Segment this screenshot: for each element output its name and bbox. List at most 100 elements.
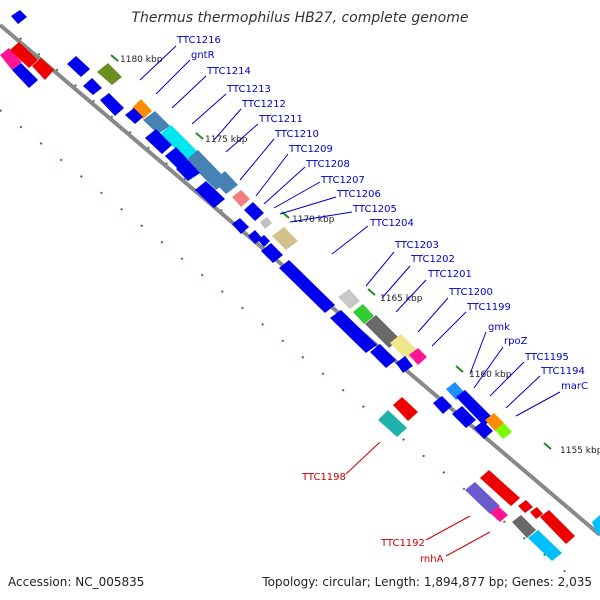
gene-feature[interactable]: [279, 260, 335, 313]
gene-feature[interactable]: [176, 160, 200, 181]
gene-feature[interactable]: [485, 413, 504, 431]
label-leader: [255, 153, 289, 197]
kbp-tick: [367, 288, 376, 296]
gene-label-ttc1207[interactable]: TTC1207: [320, 175, 365, 186]
gene-feature[interactable]: [528, 530, 562, 561]
gene-label-ttc1212[interactable]: TTC1212: [241, 99, 286, 110]
gene-feature[interactable]: [100, 93, 124, 116]
gene-feature[interactable]: [592, 515, 600, 535]
gene-feature[interactable]: [452, 406, 476, 428]
gene-feature[interactable]: [67, 56, 90, 77]
kbp-label: 1155 kbp: [560, 446, 600, 456]
gene-label-marc[interactable]: marC: [561, 381, 588, 392]
gene-label-rnha[interactable]: rnhA: [420, 554, 444, 565]
gene-feature[interactable]: [370, 344, 396, 368]
gene-label-ttc1211[interactable]: TTC1211: [258, 114, 303, 125]
gene-feature[interactable]: [213, 171, 238, 194]
gene-label-ttc1202[interactable]: TTC1202: [410, 254, 455, 265]
gene-label-ttc1208[interactable]: TTC1208: [305, 159, 350, 170]
label-leader: [445, 531, 491, 557]
gene-feature[interactable]: [512, 515, 536, 538]
gene-feature[interactable]: [495, 423, 512, 439]
gene-feature[interactable]: [480, 470, 520, 506]
gene-feature[interactable]: [11, 10, 27, 24]
gene-feature[interactable]: [261, 243, 283, 263]
gene-feature[interactable]: [97, 63, 122, 85]
gene-label-ttc1216[interactable]: TTC1216: [176, 35, 221, 46]
label-leader: [273, 181, 321, 209]
gene-feature[interactable]: [83, 78, 102, 95]
gene-feature[interactable]: [12, 63, 38, 88]
gene-label-rpoz[interactable]: rpoZ: [504, 336, 528, 347]
label-leader: [469, 331, 487, 375]
label-leader: [279, 196, 337, 215]
gene-feature[interactable]: [353, 304, 374, 324]
gene-feature[interactable]: [409, 348, 427, 365]
gene-label-gntr[interactable]: gntR: [191, 50, 215, 61]
gene-feature[interactable]: [530, 507, 543, 519]
gene-feature[interactable]: [396, 356, 413, 373]
gene-feature[interactable]: [540, 510, 575, 544]
label-leader: [381, 265, 411, 299]
gene-label-ttc1205[interactable]: TTC1205: [352, 204, 397, 215]
gene-feature[interactable]: [465, 482, 500, 514]
accession-text: Accession: NC_005835: [8, 575, 144, 589]
gene-label-ttc1209[interactable]: TTC1209: [288, 144, 333, 155]
gene-feature[interactable]: [32, 58, 54, 80]
gene-feature[interactable]: [330, 310, 377, 353]
gene-feature[interactable]: [10, 42, 38, 68]
gene-label-ttc1203[interactable]: TTC1203: [394, 240, 439, 251]
map-title: Thermus thermophilus HB27, complete geno…: [131, 10, 468, 26]
gene-label-ttc1199[interactable]: TTC1199: [466, 302, 511, 313]
gene-label-gmk[interactable]: gmk: [488, 322, 510, 333]
gene-label-ttc1214[interactable]: TTC1214: [206, 66, 251, 77]
gene-feature[interactable]: [143, 111, 170, 134]
label-leader: [489, 361, 525, 397]
gene-label-ttc1210[interactable]: TTC1210: [274, 129, 319, 140]
gene-feature[interactable]: [145, 129, 172, 154]
gene-label-ttc1198[interactable]: TTC1198: [301, 472, 346, 483]
label-leader: [263, 166, 306, 205]
gene-feature[interactable]: [490, 506, 508, 522]
gene-feature[interactable]: [195, 181, 225, 208]
upper-strand-genes: [0, 10, 512, 439]
gene-label-ttc1194[interactable]: TTC1194: [540, 366, 585, 377]
gene-label-ttc1200[interactable]: TTC1200: [448, 287, 493, 298]
label-leader: [331, 225, 369, 255]
label-leader: [515, 391, 561, 417]
label-leader: [395, 279, 427, 313]
gene-feature[interactable]: [244, 202, 264, 221]
gene-feature[interactable]: [456, 390, 493, 426]
gene-feature[interactable]: [0, 48, 22, 70]
gene-label-ttc1195[interactable]: TTC1195: [524, 352, 569, 363]
gene-label-ttc1213[interactable]: TTC1213: [226, 84, 271, 95]
upper-gene-labels: TTC1216 gntR TTC1214 TTC1213 TTC1212 TTC…: [139, 35, 588, 417]
gene-feature[interactable]: [338, 289, 360, 309]
gene-label-ttc1192[interactable]: TTC1192: [380, 538, 425, 549]
lower-strand-genes: [378, 397, 600, 561]
label-leader: [431, 311, 467, 347]
gene-feature[interactable]: [258, 235, 270, 247]
gene-label-ttc1206[interactable]: TTC1206: [336, 189, 381, 200]
gene-feature[interactable]: [125, 108, 143, 124]
kbp-label: 1180 kbp: [120, 55, 163, 65]
gene-feature[interactable]: [365, 315, 400, 348]
gene-feature[interactable]: [160, 125, 198, 160]
gene-label-ttc1201[interactable]: TTC1201: [427, 269, 472, 280]
gene-feature[interactable]: [132, 99, 152, 119]
gene-feature[interactable]: [272, 227, 298, 250]
summary-text: Topology: circular; Length: 1,894,877 bp…: [261, 575, 592, 589]
gene-feature[interactable]: [474, 421, 493, 439]
label-leader: [139, 45, 177, 81]
gene-feature[interactable]: [393, 397, 418, 421]
gene-feature[interactable]: [232, 190, 250, 207]
gene-feature[interactable]: [433, 396, 452, 414]
kbp-ticks: 1180 kbp 1175 kbp 1170 kbp 1165 kbp 1160…: [110, 54, 600, 456]
gene-feature[interactable]: [260, 217, 272, 229]
gene-feature[interactable]: [518, 500, 533, 513]
gene-label-ttc1204[interactable]: TTC1204: [369, 218, 414, 229]
gene-feature[interactable]: [378, 410, 407, 437]
gene-feature[interactable]: [232, 218, 249, 234]
